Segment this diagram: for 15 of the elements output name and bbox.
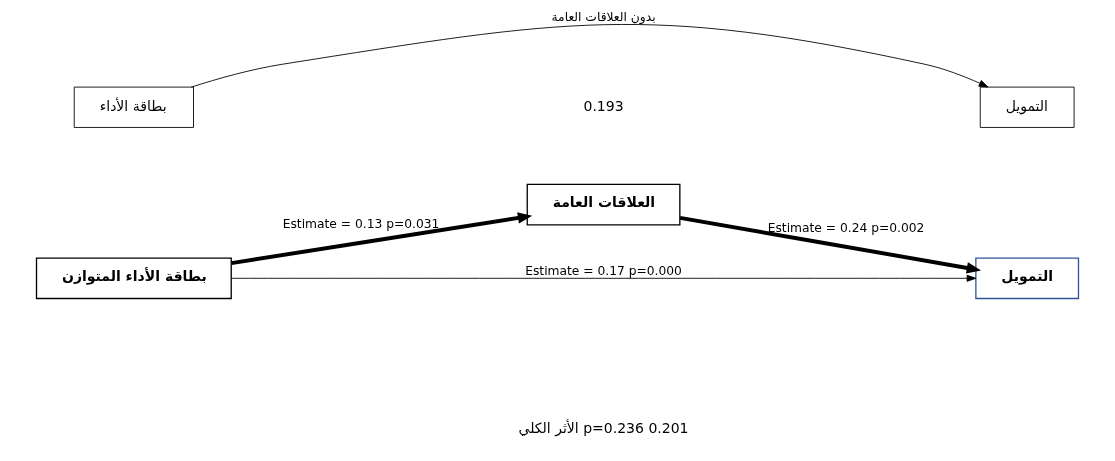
label: الأثر الكلي p=0.236 0.201 xyxy=(518,419,689,436)
edge-label: بدون العلاقات العامة xyxy=(551,10,656,25)
arrow xyxy=(190,24,989,88)
node-box: بطاقة الأداء xyxy=(73,86,194,128)
edge-label: Estimate = 0.17 p=0.000 xyxy=(525,263,682,278)
arrow xyxy=(231,212,533,266)
edge-label: Estimate = 0.24 p=0.002 xyxy=(767,220,925,235)
arrow xyxy=(679,215,982,274)
node-box: التمويل xyxy=(979,86,1075,128)
node-box: التمويل xyxy=(975,257,1080,300)
label: 0.193 xyxy=(583,97,624,114)
arrow xyxy=(231,274,977,282)
node-box: بطاقة الأداء المتوازن xyxy=(35,257,232,300)
node-box: العلاقات العامة xyxy=(526,183,681,226)
edge-label: Estimate = 0.13 p=0.031 xyxy=(282,216,440,231)
